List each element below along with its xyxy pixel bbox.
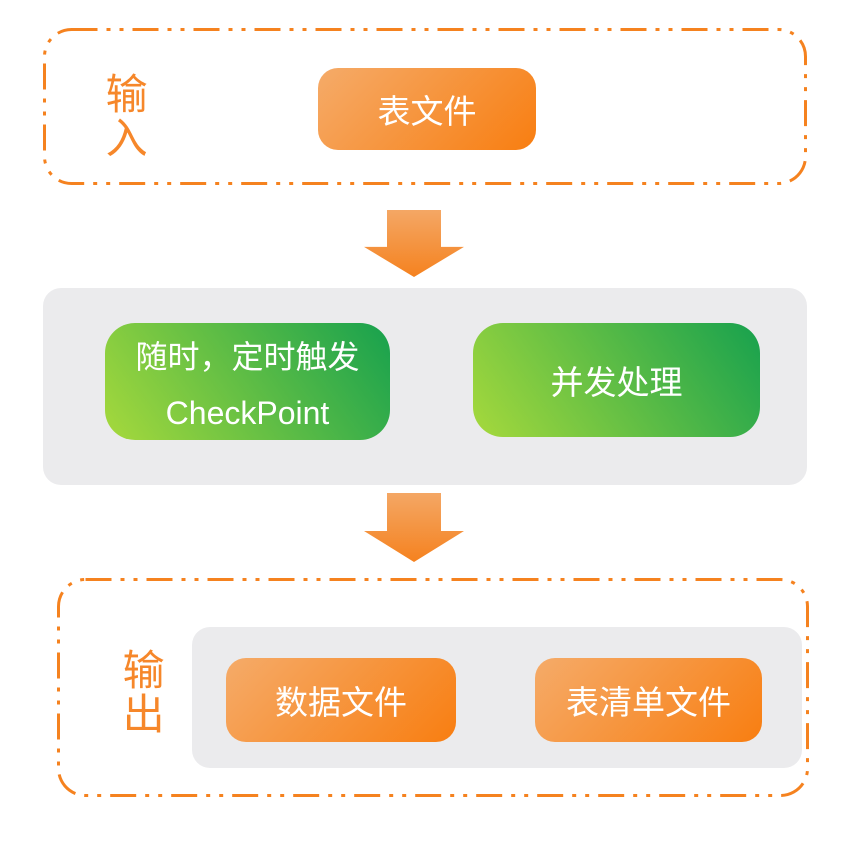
flow-node-label: 数据文件 <box>275 684 407 721</box>
input-section-label: 输入 <box>100 72 148 160</box>
process-section: 随时，定时触发 CheckPoint 并发处理 <box>43 288 807 485</box>
flow-node-data-file: 数据文件 <box>226 658 456 742</box>
flow-node-label: 表文件 <box>377 93 477 130</box>
flow-node-concurrent-processing: 并发处理 <box>473 323 760 437</box>
flow-node-label: 表清单文件 <box>566 684 731 721</box>
flow-node-checkpoint: 随时，定时触发 CheckPoint <box>105 323 390 440</box>
flow-node-label-line2: CheckPoint <box>165 394 330 431</box>
down-arrow-icon <box>364 493 464 562</box>
output-section: 输出 数据文件 表清单文件 <box>57 578 809 797</box>
flow-node-table-list-file: 表清单文件 <box>535 658 762 742</box>
flow-node-label: 并发处理 <box>550 364 683 401</box>
output-section-label: 输出 <box>117 648 165 736</box>
down-arrow-icon <box>364 210 464 277</box>
output-panel: 数据文件 表清单文件 <box>192 627 802 768</box>
input-section: 输入 表文件 <box>43 28 807 185</box>
flow-node-table-file: 表文件 <box>318 68 536 150</box>
flow-node-label-line1: 随时，定时触发 <box>135 338 360 375</box>
